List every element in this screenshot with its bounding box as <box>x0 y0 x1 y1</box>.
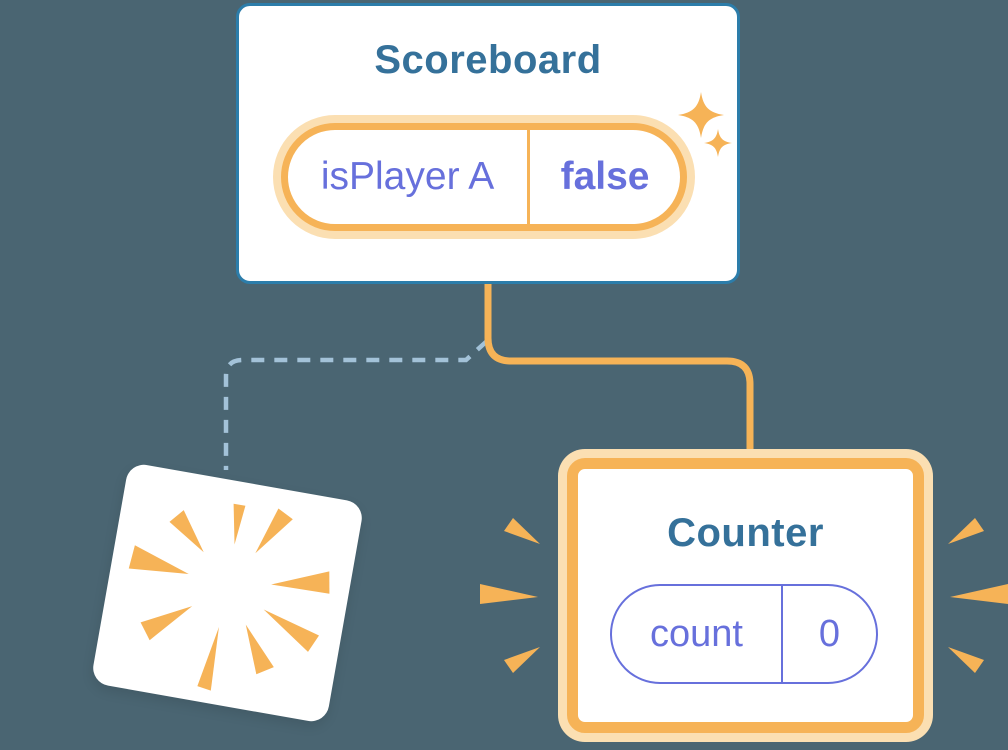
emphasis-marks-left-icon <box>480 518 540 673</box>
counter-state-pill: count 0 <box>610 584 878 684</box>
dashed-connector-line <box>223 339 489 470</box>
pill-divider <box>527 130 531 224</box>
scoreboard-state-pill: isPlayer A false <box>281 123 687 231</box>
counter-title: Counter <box>667 511 824 555</box>
state-key-label: count <box>649 612 743 655</box>
scoreboard-title: Scoreboard <box>374 38 602 82</box>
counter-component-card: Counter count 0 <box>567 458 924 733</box>
burst-icon <box>128 503 330 691</box>
orange-connector-line <box>484 283 754 452</box>
destroyed-component-card <box>90 461 365 725</box>
emphasis-marks-right-icon <box>948 518 1008 673</box>
scoreboard-component-card: Scoreboard isPlayer A false <box>236 3 740 284</box>
pill-divider <box>780 586 783 682</box>
state-value-label: false <box>560 155 650 198</box>
state-key-label: isPlayer A <box>320 155 495 198</box>
sparkles-icon <box>678 92 732 157</box>
state-value-label: 0 <box>818 612 841 655</box>
